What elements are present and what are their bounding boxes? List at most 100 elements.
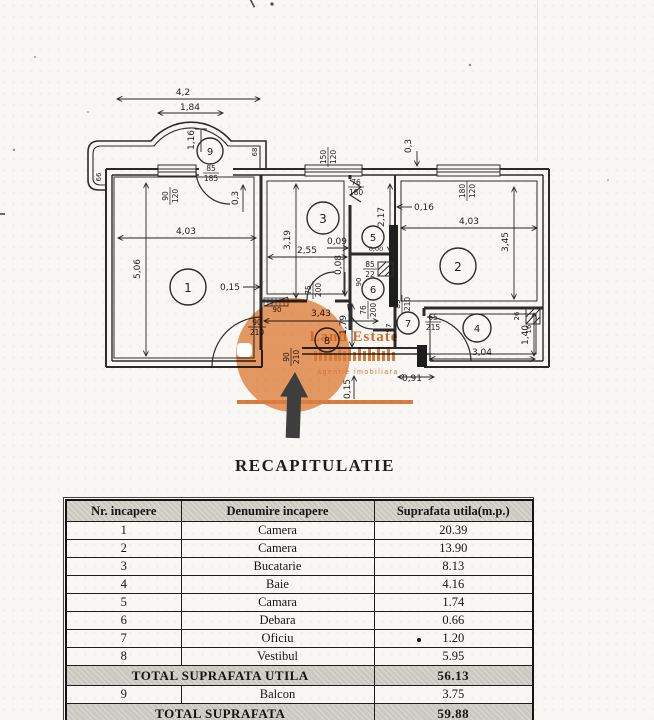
- svg-text:120: 120: [171, 189, 180, 204]
- opening-labels: 85 185 90 120 150 120 180 120 76 180 75 …: [95, 147, 533, 366]
- svg-text:76: 76: [351, 178, 361, 187]
- floorplan-drawing: 4,2 1,84 1,16 4,03 5,06 0,15 3,19 2,55 0…: [0, 0, 609, 439]
- window-label: 180 120: [458, 181, 477, 201]
- watermark-brand-text: Land Estate: [310, 329, 399, 345]
- room-2-number: 2: [454, 260, 462, 274]
- cell-area: 20.39: [373, 521, 534, 540]
- door-label: 65 215: [425, 313, 441, 332]
- table-row: 7 Oficiu 1.20: [65, 629, 534, 648]
- dim-label: 4,03: [459, 217, 479, 227]
- svg-text:120: 120: [329, 150, 338, 165]
- dim-label: 0,91: [402, 374, 422, 384]
- total-value: 59.88: [373, 703, 534, 720]
- cell-area-value: 1.20: [442, 631, 465, 645]
- watermark-rule: [237, 400, 413, 404]
- recap-title: RECAPITULATIE: [235, 456, 395, 475]
- svg-text:65: 65: [428, 313, 438, 322]
- table-row: 1 Camera 20.39: [65, 521, 534, 540]
- dim-label: 0,09: [327, 237, 347, 247]
- watermark-glyph-bars: [314, 346, 395, 361]
- room-5-number: 5: [370, 233, 376, 244]
- svg-text:22: 22: [365, 270, 375, 279]
- area-table-wrapper: Nr. incapere Denumire incapere Suprafata…: [63, 497, 534, 720]
- cell-name: Camara: [180, 593, 375, 612]
- watermark-subtitle-text: agentie imobiliara: [317, 369, 399, 376]
- table-row: 9 Balcon 3.75: [65, 685, 534, 704]
- svg-text:75: 75: [304, 285, 313, 295]
- dimension-labels: 4,2 1,84 1,16 4,03 5,06 0,15 3,19 2,55 0…: [133, 88, 531, 399]
- small-label: 66: [95, 172, 103, 181]
- svg-text:85: 85: [365, 260, 375, 269]
- dim-label: 1,79: [339, 315, 349, 335]
- dim-label: 0,15: [220, 283, 240, 293]
- room-inner-outlines: [113, 176, 538, 359]
- svg-text:76: 76: [359, 305, 368, 315]
- window-label: 90 120: [161, 187, 180, 205]
- svg-text:180: 180: [349, 188, 364, 197]
- dim-label: 1,16: [187, 130, 197, 150]
- small-label: 68: [251, 148, 259, 157]
- cell-area: 8.13: [373, 557, 534, 576]
- dim-label: 3,45: [501, 232, 511, 252]
- cell-nr: 8: [65, 647, 182, 666]
- total-row: TOTAL SUPRAFATA 59.88: [65, 703, 534, 720]
- cell-name: Debara: [180, 611, 375, 630]
- dim-label: 4,2: [176, 88, 190, 98]
- cell-nr: 1: [65, 521, 182, 540]
- room-6-number: 6: [370, 285, 376, 296]
- balcony-door-label: 85 185: [203, 164, 219, 183]
- watermark-notch: [237, 343, 252, 357]
- dim-label: 3,19: [283, 230, 293, 250]
- cell-area: 5.95: [373, 647, 534, 666]
- cell-name: Bucatarie: [180, 557, 375, 576]
- svg-text:90: 90: [161, 191, 170, 201]
- wall-openings: [158, 163, 500, 178]
- dim-label: 0,16: [414, 203, 434, 213]
- door-label: 85 210: [393, 295, 412, 313]
- svg-text:150: 150: [319, 150, 328, 165]
- svg-text:215: 215: [426, 323, 441, 332]
- table-row: 8 Vestibul 5.95: [65, 647, 534, 666]
- total-utila-row: TOTAL SUPRAFATA UTILA 56.13: [65, 665, 534, 686]
- cell-name: Baie: [180, 575, 375, 594]
- dimension-lines: [117, 99, 537, 399]
- dim-label: 1,84: [180, 103, 200, 113]
- ink-speck: [416, 638, 421, 642]
- svg-text:120: 120: [468, 184, 477, 199]
- cell-nr: 7: [65, 629, 182, 648]
- cell-nr: 5: [65, 593, 182, 612]
- ventilation-shafts: [377, 261, 541, 325]
- window-symbols: [157, 164, 501, 177]
- room-9-number: 9: [207, 147, 213, 158]
- dim-label: 1,40: [521, 325, 531, 345]
- cell-name: Vestibul: [180, 647, 375, 666]
- room-7-number: 7: [405, 319, 411, 330]
- room-3-number: 3: [319, 212, 327, 226]
- svg-text:185: 185: [204, 174, 219, 183]
- svg-text:180: 180: [458, 184, 467, 199]
- dim-label: 3,04: [472, 348, 492, 358]
- table-row: 2 Camera 13.90: [65, 539, 534, 558]
- small-label: 90: [355, 278, 363, 287]
- scan-fold-line: [537, 0, 538, 162]
- cell-name: Camera: [180, 521, 375, 540]
- dim-label: 0,00: [369, 245, 383, 253]
- small-label: 26: [513, 311, 521, 320]
- small-label: 97: [385, 324, 393, 333]
- door-label: 76 180: [348, 178, 364, 197]
- dim-label: 2,17: [377, 207, 387, 227]
- room-1-number: 1: [184, 281, 192, 295]
- svg-text:85: 85: [206, 164, 216, 173]
- cell-name: Balcon: [180, 685, 375, 704]
- table-row: 5 Camara 1.74: [65, 593, 534, 612]
- dim-label: 0,3: [404, 139, 414, 153]
- dim-label: 4,03: [176, 227, 196, 237]
- cell-area: 1.20: [373, 629, 534, 648]
- door-label: 75 200: [304, 281, 323, 299]
- table-header-row: Nr. incapere Denumire incapere Suprafata…: [65, 499, 534, 522]
- cell-name: Oficiu: [180, 629, 375, 648]
- agency-watermark: Land Estate agentie imobiliara: [236, 298, 413, 412]
- balcony-parapet: [87, 121, 267, 191]
- room-4-number: 4: [474, 324, 480, 335]
- dim-label: 0,3: [231, 191, 241, 205]
